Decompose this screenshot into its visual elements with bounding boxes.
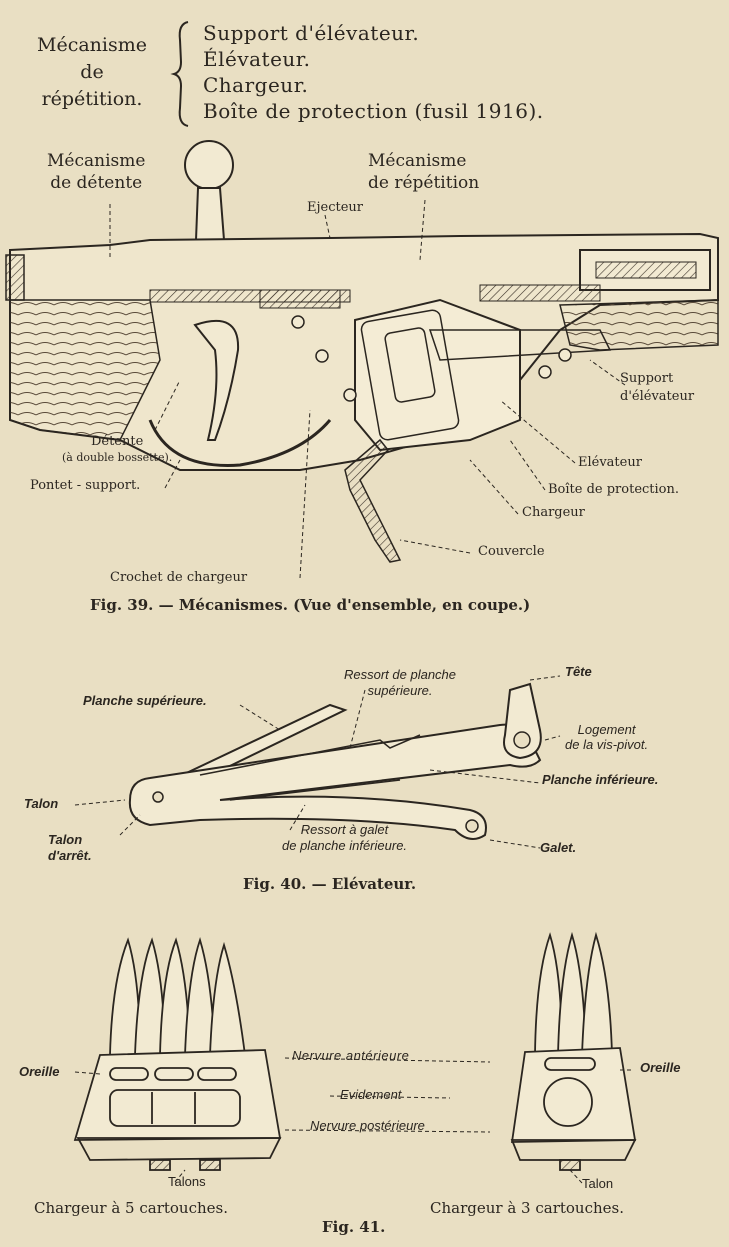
label-trigger-mechanism: Mécanisme de détente — [47, 150, 145, 194]
label-talon-arret: Talon d'arrêt. — [48, 832, 92, 864]
label-logement-1: Logement — [577, 722, 636, 737]
label-support-elevateur-1: Support — [620, 371, 674, 386]
group-label-line-3: répétition. — [41, 88, 143, 110]
header-item-1: Support d'élévateur. — [203, 21, 420, 45]
label-chargeur: Chargeur — [522, 505, 585, 520]
label-crochet-chargeur: Crochet de chargeur — [110, 570, 248, 585]
header-brace-icon — [170, 21, 189, 127]
header-item-3: Chargeur. — [203, 73, 309, 97]
clip-3-cartridges — [510, 931, 637, 1171]
label-support-elevateur: Support d'élévateur — [620, 370, 694, 406]
label-ejecteur: Ejecteur — [307, 200, 363, 215]
label-support-elevateur-2: d'élévateur — [620, 389, 695, 404]
label-boite-protection: Boîte de protection. — [548, 482, 680, 497]
header-items: Support d'élévateur. Élévateur. Chargeur… — [203, 20, 544, 124]
label-evidement: Evidement — [340, 1087, 402, 1102]
label-pontet-support: Pontet - support. — [30, 478, 141, 493]
group-label: Mécanisme de répétition. — [22, 32, 162, 113]
label-trigger-mechanism-1: Mécanisme — [47, 151, 146, 171]
label-talon-arret-1: Talon — [48, 832, 83, 847]
label-repeat-mechanism-1: Mécanisme — [368, 151, 467, 171]
label-trigger-mechanism-2: de détente — [50, 173, 143, 193]
fig41-caption: Fig. 41. — [322, 1218, 386, 1236]
label-couvercle: Couvercle — [478, 544, 545, 559]
label-tete: Tête — [565, 664, 592, 679]
fig39-caption: Fig. 39. — Mécanismes. (Vue d'ensemble, … — [90, 596, 531, 614]
label-detente-1: Détente — [90, 434, 144, 449]
clip-5-cartridges — [73, 937, 282, 1171]
label-logement-2: de la vis-pivot. — [565, 737, 649, 752]
group-label-line-1: Mécanisme — [37, 34, 147, 56]
label-detente-2: (à double bossette). — [62, 451, 173, 464]
group-label-line-2: de — [80, 61, 104, 83]
label-repeat-mechanism: Mécanisme de répétition — [368, 150, 479, 194]
label-elevateur: Elévateur — [578, 455, 642, 470]
label-nervure-posterieure: Nervure postérieure — [310, 1118, 425, 1133]
label-galet: Galet. — [540, 840, 577, 855]
label-detente: Détente (à double bossette). — [62, 434, 172, 466]
label-ressort-galet: Ressort à galet de planche inférieure. — [282, 822, 407, 854]
label-talon: Talon — [24, 796, 59, 811]
caption-clip-3: Chargeur à 3 cartouches. — [430, 1199, 624, 1217]
label-oreille-left: Oreille — [19, 1064, 60, 1079]
label-repeat-mechanism-2: de répétition — [368, 173, 480, 193]
label-planche-inferieure: Planche inférieure. — [542, 772, 659, 787]
label-talon-clip: Talon — [582, 1176, 614, 1191]
label-ressort-galet-1: Ressort à galet — [300, 822, 389, 837]
label-talon-arret-2: d'arrêt. — [48, 848, 92, 863]
label-planche-superieure: Planche supérieure. — [83, 693, 207, 708]
fig40-caption: Fig. 40. — Elévateur. — [243, 875, 417, 893]
label-nervure-anterieure: Nervure antérieure — [292, 1048, 410, 1063]
label-ressort-planche-sup: Ressort de planche supérieure. — [344, 667, 456, 699]
label-talons: Talons — [168, 1174, 206, 1189]
caption-clip-5: Chargeur à 5 cartouches. — [34, 1199, 228, 1217]
header-item-2: Élévateur. — [203, 47, 311, 71]
label-logement: Logement de la vis-pivot. — [565, 722, 648, 752]
label-ressort-planche-sup-2: supérieure. — [367, 683, 433, 698]
fig39-mechanism-drawing — [5, 140, 719, 579]
fig40-elevator-drawing — [74, 675, 561, 849]
header-item-4: Boîte de protection (fusil 1916). — [203, 99, 544, 123]
label-oreille-right: Oreille — [640, 1060, 681, 1075]
label-ressort-galet-2: de planche inférieure. — [282, 838, 408, 853]
label-ressort-planche-sup-1: Ressort de planche — [344, 667, 457, 682]
